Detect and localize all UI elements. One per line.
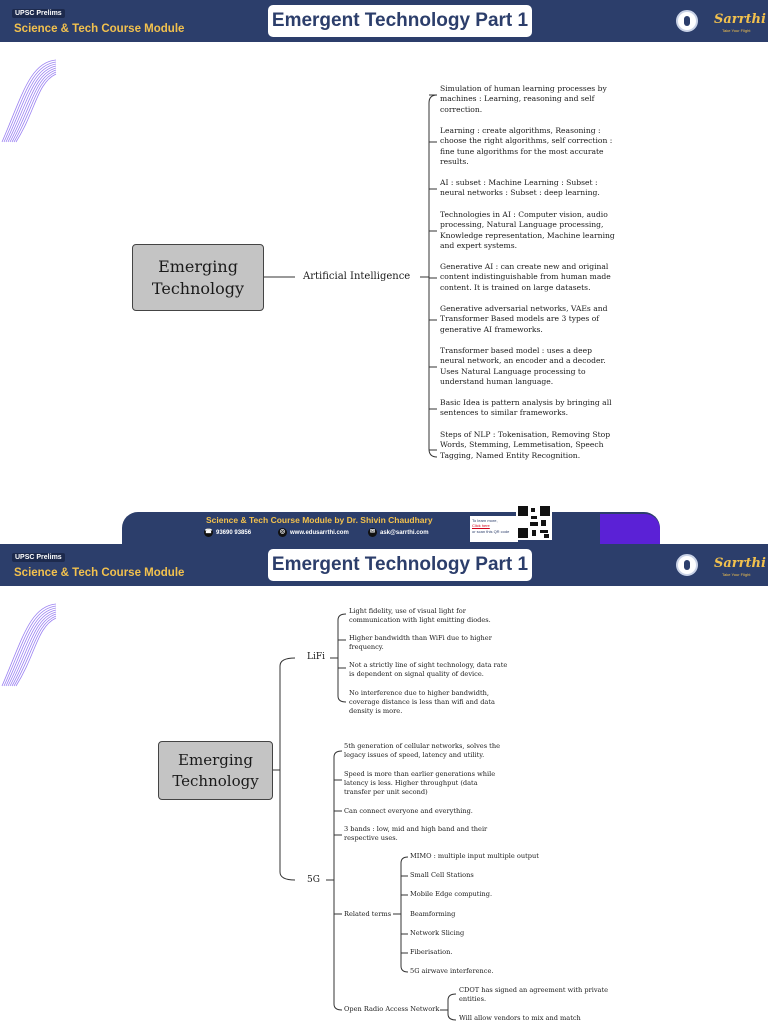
ai-leaf-3: AI : subset : Machine Learning : Subset … xyxy=(440,178,600,198)
page-title: Emergent Technology Part 1 xyxy=(268,5,532,37)
footer-bar xyxy=(122,512,660,544)
footer-email[interactable]: ✉ ask@sarrthi.com xyxy=(368,528,429,537)
lifi-leaf-4: No interference due to higher bandwidth,… xyxy=(349,689,495,715)
footer-cta: To learn more, Click here or scan this Q… xyxy=(470,516,518,542)
decorative-swirl-icon xyxy=(1,603,57,687)
branch-5g: 5G xyxy=(307,875,320,885)
related-network-slicing: Network Slicing xyxy=(410,929,465,937)
lifi-leaf-3: Not a strictly line of sight technology,… xyxy=(349,661,508,678)
branch-artificial-intelligence: Artificial Intelligence xyxy=(303,271,411,282)
5g-leaf-2: Speed is more than earlier generations w… xyxy=(344,770,496,796)
ai-leaf-8: Basic Idea is pattern analysis by bringi… xyxy=(440,398,612,418)
header-tagline: UPSC Prelims xyxy=(12,9,65,18)
lifi-leaf-2: Higher bandwidth than WiFi due to higher… xyxy=(349,634,492,651)
related-mimo: MIMO : multiple input multiple output xyxy=(410,852,539,860)
header-course: Science & Tech Course Module xyxy=(14,23,185,35)
brand-logo: Sarrthi xyxy=(714,556,766,571)
cta-scan-text: or scan this QR code xyxy=(472,528,510,534)
5g-oran: Open Radio Access Network xyxy=(344,1005,440,1013)
related-airwave: 5G airwave interference. xyxy=(410,967,494,975)
ai-leaf-2: Learning : create algorithms, Reasoning … xyxy=(440,126,613,166)
page1-header: UPSC Prelims Science & Tech Course Modul… xyxy=(0,0,768,42)
root-node: Emerging Technology xyxy=(158,741,273,800)
header-course: Science & Tech Course Module xyxy=(14,567,185,579)
ai-leaf-6: Generative adversarial networks, VAEs an… xyxy=(440,304,608,334)
brand-subtitle: Take Your Flight xyxy=(722,28,751,33)
ai-leaf-1: Simulation of human learning processes b… xyxy=(440,84,607,114)
brand-logo: Sarrthi xyxy=(714,12,766,27)
footer-accent xyxy=(600,514,660,544)
phone-number: 93690 93856 xyxy=(216,529,252,536)
phone-icon: ☎ xyxy=(204,528,213,537)
email-link[interactable]: ask@sarrthi.com xyxy=(380,529,429,536)
ai-leaf-9: Steps of NLP : Tokenisation, Removing St… xyxy=(440,430,611,460)
root-node: Emerging Technology xyxy=(132,244,264,311)
ai-leaf-7: Transformer based model : uses a deep ne… xyxy=(440,346,606,386)
cta-link[interactable]: Click here xyxy=(472,523,490,529)
brand-subtitle: Take Your Flight xyxy=(722,572,751,577)
footer-phone: ☎ 93690 93856 xyxy=(204,528,251,537)
page1-footer: Science & Tech Course Module by Dr. Shiv… xyxy=(122,504,660,544)
institute-logo-icon xyxy=(676,554,698,576)
footer-credit: Science & Tech Course Module by Dr. Shiv… xyxy=(206,515,433,525)
related-fiberisation: Fiberisation. xyxy=(410,948,453,956)
related-beamforming: Beamforming xyxy=(410,910,456,918)
lifi-leaf-1: Light fidelity, use of visual light for … xyxy=(349,607,491,624)
branch-lifi: LiFi xyxy=(307,652,325,662)
qr-code-icon[interactable] xyxy=(516,504,552,540)
cta-text: To learn more, xyxy=(472,518,498,523)
header-tagline: UPSC Prelims xyxy=(12,553,65,562)
institute-logo-icon xyxy=(676,10,698,32)
related-small-cell: Small Cell Stations xyxy=(410,871,474,879)
5g-related-terms: Related terms xyxy=(344,910,392,918)
page-title: Emergent Technology Part 1 xyxy=(268,549,532,581)
page1-connector-lines xyxy=(263,94,438,458)
oran-leaf-2: Will allow vendors to mix and match xyxy=(459,1014,581,1022)
footer-website[interactable]: ◎ www.edusarrthi.com xyxy=(278,528,349,537)
related-edge-computing: Mobile Edge computing. xyxy=(410,890,493,898)
page2-header: UPSC Prelims Science & Tech Course Modul… xyxy=(0,544,768,586)
oran-leaf-1: CDOT has signed an agreement with privat… xyxy=(459,986,609,1003)
website-link[interactable]: www.edusarrthi.com xyxy=(290,529,349,536)
globe-icon: ◎ xyxy=(278,528,287,537)
ai-leaf-5: Generative AI : can create new and origi… xyxy=(440,262,611,292)
5g-leaf-4: 3 bands : low, mid and high band and the… xyxy=(344,825,488,842)
5g-leaf-3: Can connect everyone and everything. xyxy=(344,807,473,815)
decorative-swirl-icon xyxy=(1,59,57,143)
mail-icon: ✉ xyxy=(368,528,377,537)
ai-leaf-4: Technologies in AI : Computer vision, au… xyxy=(440,210,615,250)
5g-leaf-1: 5th generation of cellular networks, sol… xyxy=(344,742,500,759)
